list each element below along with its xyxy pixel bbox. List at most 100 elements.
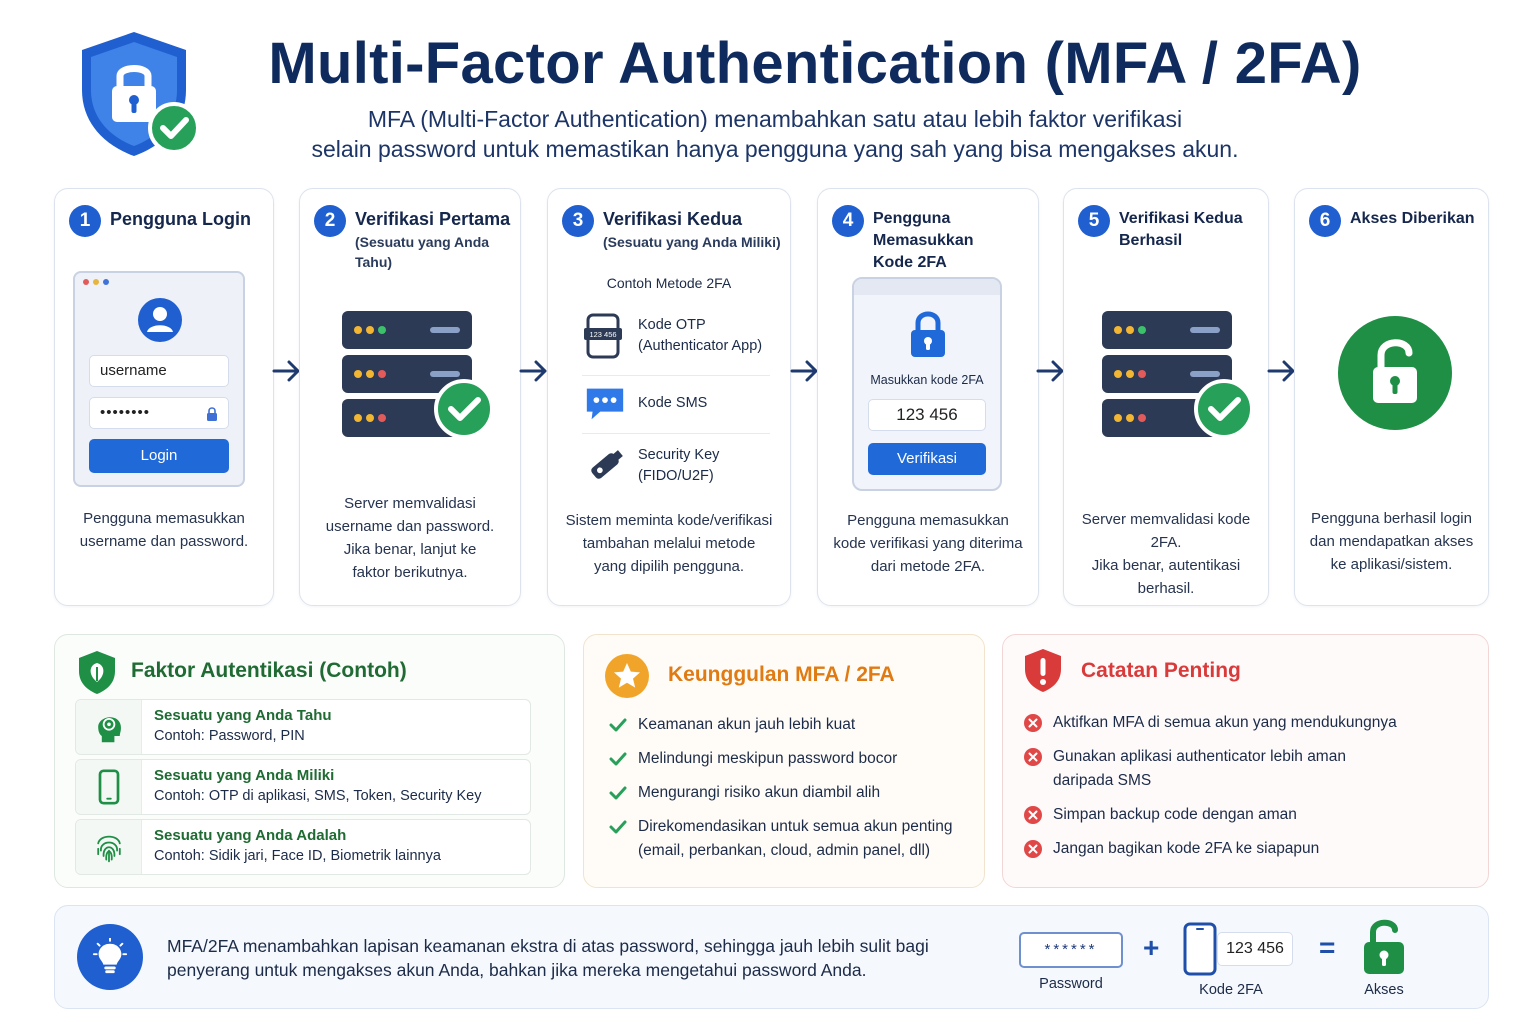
shield-leaf-icon <box>79 651 115 694</box>
step-title: Pengguna Memasukkan Kode 2FA <box>873 210 974 271</box>
footer-text: MFA/2FA menambahkan lapisan keamanan eks… <box>167 936 929 980</box>
divider <box>582 433 770 434</box>
plus-sign: + <box>1143 932 1160 963</box>
check-icon <box>609 820 627 834</box>
brain-head-icon <box>76 700 142 754</box>
step-description: Pengguna memasukkan username dan passwor… <box>79 510 249 550</box>
notes-panel: Catatan Penting Aktifkan MFA di semua ak… <box>1002 634 1489 888</box>
note-item: Jangan bagikan kode 2FA ke siapapun <box>1023 837 1319 861</box>
note-item: Gunakan aplikasi authenticator lebih ama… <box>1023 745 1346 793</box>
user-avatar-icon <box>138 298 182 342</box>
step-number: 6 <box>1309 205 1341 237</box>
note-item: Aktifkan MFA di semua akun yang mendukun… <box>1023 711 1397 735</box>
star-badge-icon <box>605 654 649 698</box>
check-icon <box>609 718 627 732</box>
password-caption: Password <box>1039 976 1103 992</box>
lock-icon <box>207 407 217 421</box>
step-4-card: 4 Pengguna Memasukkan Kode 2FA Masukkan … <box>817 188 1039 606</box>
advantage-item: Melindungi meskipun password bocor <box>608 747 897 771</box>
x-circle-icon <box>1024 840 1042 858</box>
check-icon <box>609 786 627 800</box>
step-number: 2 <box>314 205 346 237</box>
factor-item: Sesuatu yang Anda Adalah Contoh: Sidik j… <box>75 819 531 875</box>
step-number: 4 <box>832 205 864 237</box>
2fa-entry-device: Masukkan kode 2FA 123 456 Verifikasi <box>852 277 1002 491</box>
factors-panel: Faktor Autentikasi (Contoh) Sesuatu yang… <box>54 634 565 888</box>
check-icon <box>609 752 627 766</box>
password-input[interactable]: •••••••• <box>89 397 229 429</box>
step-1-card: 1 Pengguna Login username •••••••• Login… <box>54 188 274 606</box>
server-check-icon <box>1102 311 1254 439</box>
arrow-right-icon <box>790 360 818 382</box>
factor-item: Sesuatu yang Anda Tahu Contoh: Password,… <box>75 699 531 755</box>
factors-title: Faktor Autentikasi (Contoh) <box>131 659 407 682</box>
smartphone-icon <box>76 760 142 814</box>
method-security-key: Security Key (FIDO/U2F) <box>582 437 770 495</box>
factor-item: Sesuatu yang Anda Miliki Contoh: OTP di … <box>75 759 531 815</box>
shield-lock-check-icon <box>82 32 200 156</box>
step-description: Pengguna berhasil login dan mendapatkan … <box>1309 510 1474 573</box>
step-description: Sistem meminta kode/verifikasi tambahan … <box>565 512 773 575</box>
lightbulb-icon <box>77 924 143 990</box>
fingerprint-icon <box>76 820 142 874</box>
step-title: Verifikasi Kedua (Sesuatu yang Anda Mili… <box>603 209 781 250</box>
notes-title: Catatan Penting <box>1081 659 1241 682</box>
input-label: Masukkan kode 2FA <box>870 373 984 387</box>
advantage-item: Mengurangi risiko akun diambil alih <box>608 781 880 805</box>
arrow-right-icon <box>1036 360 1064 382</box>
advantage-item: Keamanan akun jauh lebih kuat <box>608 713 855 737</box>
login-window: username •••••••• Login <box>73 271 245 487</box>
step-title: Pengguna Login <box>110 209 251 229</box>
equals-sign: = <box>1319 932 1336 963</box>
access-caption: Akses <box>1364 982 1404 998</box>
note-item: Simpan backup code dengan aman <box>1023 803 1297 827</box>
x-circle-icon <box>1024 806 1042 824</box>
step-5-card: 5 Verifikasi Kedua Berhasil Server memva… <box>1063 188 1269 606</box>
x-circle-icon <box>1024 714 1042 732</box>
step-title: Akses Diberikan <box>1350 210 1475 227</box>
verify-button[interactable]: Verifikasi <box>868 443 986 475</box>
step-description: Server memvalidasi username dan password… <box>325 495 495 581</box>
arrow-right-icon <box>1267 360 1295 382</box>
step-number: 1 <box>69 205 101 237</box>
lock-icon <box>911 311 945 357</box>
page-title: Multi-Factor Authentication (MFA / 2FA) <box>268 31 1362 96</box>
login-button[interactable]: Login <box>89 439 229 473</box>
password-chip: ****** <box>1019 932 1123 968</box>
step-6-card: 6 Akses Diberikan Pengguna berhasil logi… <box>1294 188 1489 606</box>
2fa-code-input[interactable]: 123 456 <box>868 399 986 431</box>
x-circle-icon <box>1024 748 1042 766</box>
method-otp: 123 456 Kode OTP (Authenticator App) <box>582 307 770 365</box>
code-chip: 123 456 <box>1217 932 1293 966</box>
arrow-right-icon <box>519 360 547 382</box>
advantage-item: Direkomendasikan untuk semua akun pentin… <box>608 815 953 863</box>
step-title: Verifikasi Kedua Berhasil <box>1119 210 1243 249</box>
step-number: 5 <box>1078 205 1110 237</box>
unlocked-padlock-icon <box>1338 316 1452 430</box>
summary-footer: MFA/2FA menambahkan lapisan keamanan eks… <box>54 905 1489 1009</box>
step-number: 3 <box>562 205 594 237</box>
window-controls <box>83 279 109 285</box>
step-3-card: 3 Verifikasi Kedua (Sesuatu yang Anda Mi… <box>547 188 791 606</box>
username-input[interactable]: username <box>89 355 229 387</box>
unlocked-padlock-icon <box>1364 919 1404 974</box>
method-sms: Kode SMS <box>582 374 770 432</box>
server-check-icon <box>342 311 494 439</box>
methods-title: Contoh Metode 2FA <box>606 275 732 291</box>
usb-security-key-icon <box>582 443 628 489</box>
phone-otp-icon: 123 456 <box>582 313 628 359</box>
svg-text:123 456: 123 456 <box>589 330 616 339</box>
advantages-title: Keunggulan MFA / 2FA <box>668 663 895 686</box>
step-2-card: 2 Verifikasi Pertama (Sesuatu yang Anda … <box>299 188 521 606</box>
code-caption: Kode 2FA <box>1199 982 1263 998</box>
advantages-panel: Keunggulan MFA / 2FA Keamanan akun jauh … <box>583 634 985 888</box>
shield-alert-icon <box>1025 649 1061 692</box>
step-description: Server memvalidasi kode 2FA. Jika benar,… <box>1081 511 1251 597</box>
sms-chat-icon <box>582 380 628 426</box>
arrow-right-icon <box>272 360 300 382</box>
divider <box>582 375 770 376</box>
step-description: Pengguna memasukkan kode verifikasi yang… <box>833 512 1023 575</box>
smartphone-icon <box>1183 922 1217 976</box>
page-subtitle: MFA (Multi-Factor Authentication) menamb… <box>311 106 1239 162</box>
step-title: Verifikasi Pertama (Sesuatu yang Anda Ta… <box>355 209 511 270</box>
